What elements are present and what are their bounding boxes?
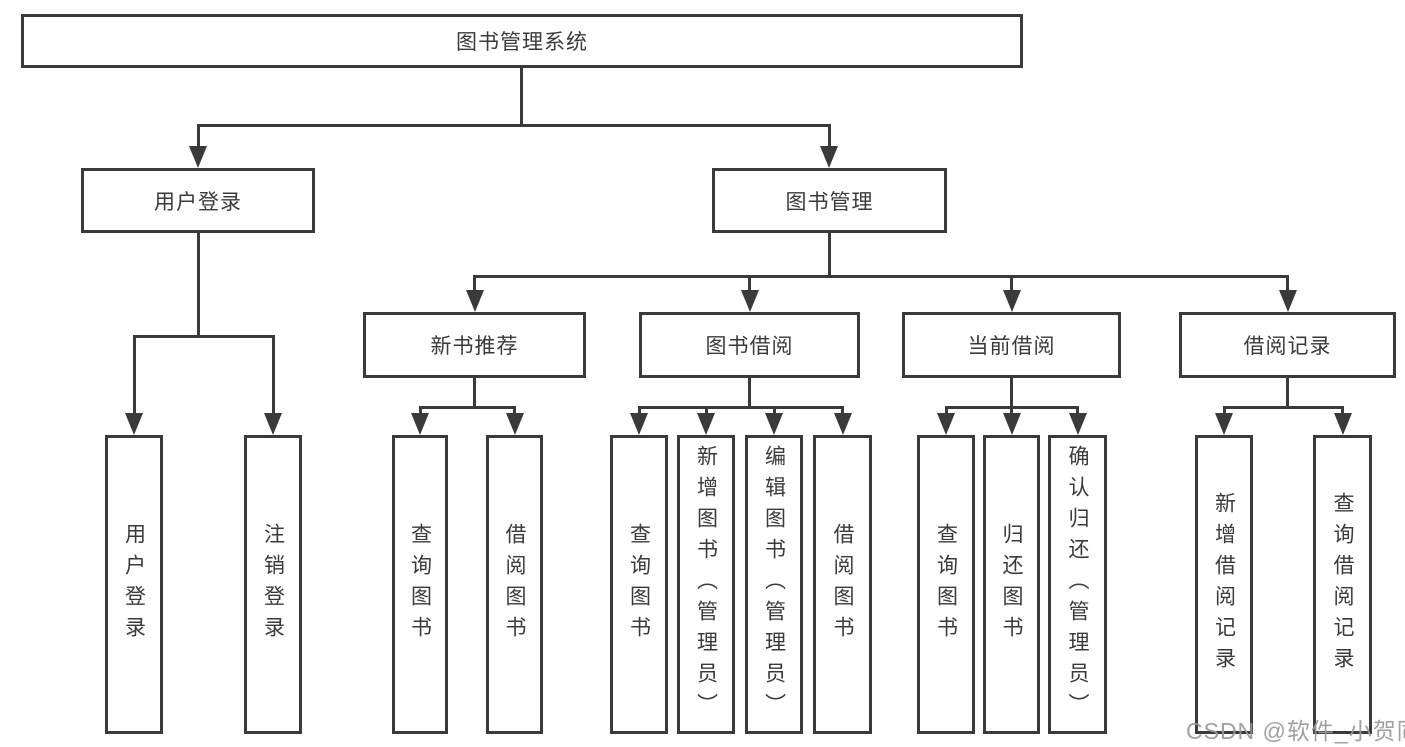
leaf-add-borrow-record: 新增借阅记录 [1195, 435, 1253, 734]
leaf-query-books-current: 查询图书 [917, 435, 975, 734]
connector-line [1223, 406, 1226, 416]
arrow-down-icon [189, 146, 207, 168]
node-borrow-records-label: 借阅记录 [1243, 335, 1332, 358]
connector-line [828, 233, 831, 278]
leaf-query-books-current-label: 查询图书 [934, 522, 958, 647]
arrow-down-icon [834, 413, 852, 435]
leaf-logout: 注销登录 [244, 435, 302, 734]
connector-line [473, 376, 476, 409]
leaf-return-books: 归还图书 [983, 435, 1040, 734]
node-current-borrowing-label: 当前借阅 [967, 335, 1056, 358]
connector-line [638, 406, 844, 409]
connector-line [1341, 406, 1344, 416]
arrow-down-icon [506, 413, 524, 435]
connector-line [197, 233, 200, 338]
arrow-down-icon [1003, 290, 1021, 312]
leaf-user-login-label: 用户登录 [122, 522, 146, 647]
arrow-down-icon [741, 290, 759, 312]
leaf-add-books-admin: 新增图书（管理员） [677, 435, 735, 734]
connector-line [513, 406, 516, 416]
connector-line [197, 124, 831, 127]
leaf-user-login: 用户登录 [105, 435, 163, 734]
leaf-borrow-books: 借阅图书 [813, 435, 872, 734]
arrow-down-icon [765, 413, 783, 435]
arrow-down-icon [820, 146, 838, 168]
arrow-down-icon [264, 413, 282, 435]
leaf-query-books-borrowing-label: 查询图书 [627, 522, 651, 647]
arrow-down-icon [466, 290, 484, 312]
connector-line [419, 406, 422, 416]
connector-line [133, 335, 136, 415]
connector-line [1010, 376, 1013, 409]
node-user-login-label: 用户登录 [154, 190, 242, 214]
leaf-borrow-books-recommend: 借阅图书 [486, 435, 543, 734]
arrow-down-icon [411, 413, 429, 435]
arrow-down-icon [697, 413, 715, 435]
connector-line [748, 376, 751, 409]
node-user-login: 用户登录 [81, 168, 315, 233]
connector-line [419, 406, 516, 409]
leaf-edit-books-admin: 编辑图书（管理员） [745, 435, 803, 734]
connector-line [473, 275, 476, 293]
connector-line [945, 406, 948, 416]
node-new-book-recommend: 新书推荐 [363, 312, 586, 378]
leaf-add-books-admin-label: 新增图书（管理员） [694, 445, 718, 724]
connector-line [197, 124, 200, 150]
connector-line [1076, 406, 1079, 416]
arrow-down-icon [630, 413, 648, 435]
leaf-borrow-books-label: 借阅图书 [831, 522, 854, 647]
node-book-management-label: 图书管理 [785, 190, 874, 214]
connector-line [841, 406, 844, 416]
connector-line [705, 406, 708, 416]
leaf-logout-label: 注销登录 [261, 522, 285, 647]
connector-line [272, 335, 275, 415]
connector-line [133, 335, 275, 338]
node-book-borrowing: 图书借阅 [639, 312, 860, 378]
node-current-borrowing: 当前借阅 [902, 312, 1121, 378]
node-new-book-recommend-label: 新书推荐 [430, 335, 519, 358]
leaf-confirm-return-admin-label: 确认归还（管理员） [1066, 445, 1089, 724]
connector-line [1286, 275, 1289, 293]
leaf-edit-books-admin-label: 编辑图书（管理员） [762, 445, 786, 724]
connector-line [520, 67, 523, 127]
node-book-borrowing-label: 图书借阅 [705, 335, 794, 358]
arrow-down-icon [125, 413, 143, 435]
connector-line [1010, 406, 1013, 416]
connector-line [748, 275, 751, 293]
connector-line [1286, 376, 1289, 409]
arrow-down-icon [1003, 413, 1021, 435]
leaf-query-books-recommend-label: 查询图书 [408, 522, 432, 647]
arrow-down-icon [937, 413, 955, 435]
leaf-query-books-borrowing: 查询图书 [610, 435, 668, 734]
leaf-borrow-books-recommend-label: 借阅图书 [503, 522, 526, 647]
leaf-confirm-return-admin: 确认归还（管理员） [1048, 435, 1107, 734]
leaf-return-books-label: 归还图书 [1000, 522, 1023, 647]
connector-line [1010, 275, 1013, 293]
leaf-query-books-recommend: 查询图书 [392, 435, 448, 734]
connector-line [473, 275, 1289, 278]
connector-line [828, 124, 831, 150]
arrow-down-icon [1279, 290, 1297, 312]
leaf-add-borrow-record-label: 新增借阅记录 [1212, 491, 1236, 678]
leaf-query-borrow-record-label: 查询借阅记录 [1331, 491, 1354, 678]
leaf-query-borrow-record: 查询借阅记录 [1313, 435, 1372, 734]
arrow-down-icon [1069, 413, 1087, 435]
connector-line [1223, 406, 1344, 409]
node-root: 图书管理系统 [21, 14, 1023, 68]
node-book-management: 图书管理 [712, 168, 947, 233]
node-borrow-records: 借阅记录 [1179, 312, 1396, 378]
connector-line [638, 406, 641, 416]
arrow-down-icon [1334, 413, 1352, 435]
csdn-watermark: CSDN @软件_小贺同学 [1186, 718, 1405, 744]
arrow-down-icon [1215, 413, 1233, 435]
connector-line [773, 406, 776, 416]
node-root-label: 图书管理系统 [456, 31, 588, 54]
